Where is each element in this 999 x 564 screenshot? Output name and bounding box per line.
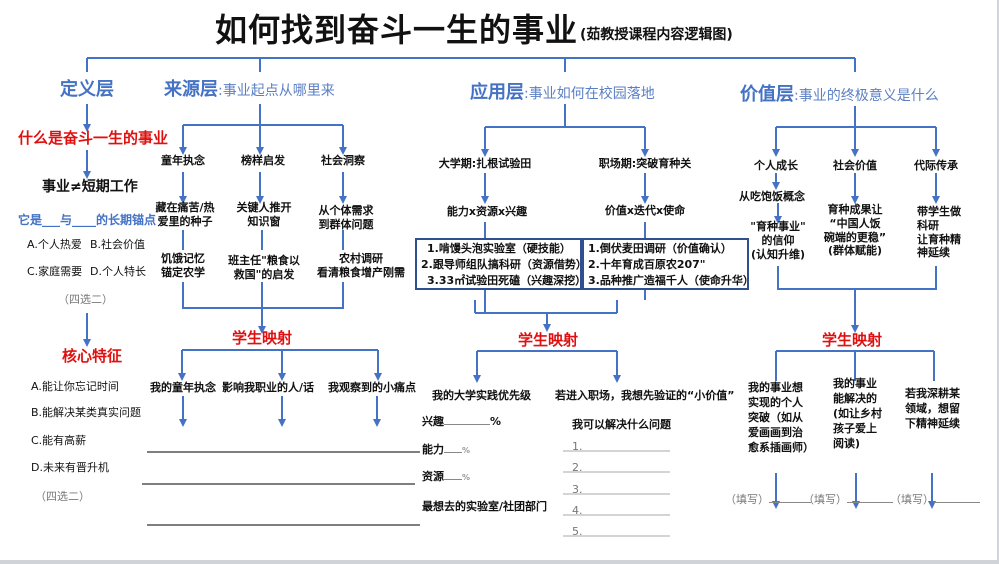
core-option-c: C.能有高薪 [31,434,87,447]
source-branch-detail: 从个体需求 到群体问题 [318,204,374,231]
value-layer-heading: 价值层:事业的终极意义是什么 [740,84,939,107]
source-layer-subtitle: :事业起点从哪里来 [218,83,335,99]
anchor-option-b: B.社会价值 [90,238,146,251]
source-branch-detail: 藏在痛苦/热 爱里的种子 [155,201,215,228]
priority-input[interactable] [444,424,490,425]
lab-prompt: 最想去的实验室/社团部门 [422,500,548,513]
fill-in-field[interactable]: （填写） [890,493,980,507]
problem-number[interactable]: 1. [572,440,583,453]
source-branch-label: 社会洞察 [321,154,365,167]
value-branch-label: 个人成长 [754,159,798,172]
anchor-option-a: A.个人热爱 [27,238,82,251]
value-mapping-heading: 学生映射 [821,331,883,349]
priority-resource[interactable]: 资源% [422,470,470,484]
priority-unit: % [490,415,502,428]
core-option-a: A.能让你忘记时间 [31,380,119,393]
anchor-option-c: C.家庭需要 [27,265,83,278]
fill-in-label: （填写） [725,493,769,506]
problem-number[interactable]: 3. [572,483,583,496]
value-mapping-item: 若我深耕某 领域，想留 下精神延续 [905,387,960,430]
value-branch-detail: "育种事业" 的信仰 (认知升维) [750,220,806,261]
fill-in-field[interactable]: （填写） [803,493,893,507]
priority-label: 兴趣 [422,415,444,428]
value-branch-detail: 从吃饱饭概念 [739,190,805,203]
value-branch-label: 社会价值 [833,159,877,172]
page-title: 如何找到奋斗一生的事业 [215,11,579,49]
fill-in-input[interactable] [769,502,811,503]
source-branch-detail: 关键人推开 知识窗 [236,201,292,228]
application-layer-subtitle: :事业如何在校园落地 [524,86,655,102]
source-branch-label: 榜样启发 [241,154,285,167]
problems-prompt: 我可以解决什么问题 [572,418,671,431]
application-branch-label: 大学期:扎根试验田 [438,157,532,170]
career-step: 3.品种推广造福千人（使命升华） [588,274,749,287]
definition-question: 什么是奋斗一生的事业 [18,129,169,147]
priority-label: 资源 [422,470,444,483]
value-layer-subtitle: :事业的终极意义是什么 [794,88,939,104]
fill-in-input[interactable] [847,502,893,503]
value-branch-detail: 育种成果让 “中国人饭 碗端的更稳” (群体赋能) [823,203,887,258]
source-branch-example: 班主任"粮食以 救国"的启发 [228,254,300,281]
priority-ability[interactable]: 能力% [422,443,470,457]
priority-unit: % [462,473,471,482]
college-steps-box: 1.啃馒头泡实验室（硬技能） 2.跟导师组队搞科研（资源借势） 3.33㎡试验田… [415,238,582,290]
value-branch-detail: 带学生做 科研 让育种精 神延续 [917,205,961,260]
priority-unit: % [462,446,471,455]
priority-input[interactable] [444,479,462,480]
anchor-option-d: D.个人特长 [90,265,146,278]
core-choose-note: （四选二） [35,490,90,503]
source-branch-example: 农村调研 看清粮食增产刚需 [317,252,405,279]
page-subtitle: (茹教授课程内容逻辑图) [580,27,733,43]
application-formula: 价值x迭代x使命 [604,204,686,217]
application-formula: 能力x资源x兴趣 [446,205,528,218]
career-steps-box: 1.倒伏麦田调研（价值确认） 2.十年育成百原农207" 3.品种推广造福千人（… [582,238,749,290]
source-mapping-item: 影响我职业的人/话 [222,381,315,394]
core-option-b: B.能解决某类真实问题 [31,406,142,419]
source-mapping-item: 我观察到的小痛点 [328,381,416,394]
fill-in-input[interactable] [934,502,980,503]
value-mapping-item: 我的事业 能解决的 (如让乡村 孩子爱上 阅读) [833,377,883,450]
college-step: 1.啃馒头泡实验室（硬技能） [427,242,571,255]
problem-number[interactable]: 2. [572,461,583,474]
college-step: 3.33㎡试验田死磕（兴趣深挖） [427,274,582,287]
career-step: 2.十年育成百原农207" [588,258,706,271]
college-step: 2.跟导师组队搞科研（资源借势） [421,258,582,271]
source-branch-label: 童年执念 [161,154,205,167]
application-mapping-item: 我的大学实践优先级 [432,389,531,402]
career-step: 1.倒伏麦田调研（价值确认） [588,242,732,255]
source-layer-title: 来源层 [164,79,218,100]
definition-statement: 事业≠短期工作 [42,179,138,195]
value-layer-title: 价值层 [740,84,794,105]
fill-in-field[interactable]: （填写） [725,493,811,507]
application-mapping-heading: 学生映射 [517,331,579,349]
anchor-choose-note: （四选二） [58,293,113,306]
application-layer-heading: 应用层:事业如何在校园落地 [470,82,655,105]
definition-layer-heading: 定义层 [60,79,114,100]
fill-in-label: （填写） [803,493,847,506]
source-mapping-heading: 学生映射 [231,329,293,347]
fill-in-label: （填写） [890,493,934,506]
application-branch-label: 职场期:突破育种关 [598,157,692,170]
problem-number[interactable]: 5. [572,525,583,538]
value-mapping-item: 我的事业想 实现的个人 突破（如从 爱画画到治 愈系插画师） [748,381,814,454]
application-mapping-item: 若进入职场，我想先验证的“小价值” [555,389,735,402]
core-option-d: D.未来有晋升机 [31,461,109,474]
core-features-heading: 核心特征 [62,347,123,365]
value-branch-label: 代际传承 [914,159,958,172]
source-mapping-item: 我的童年执念 [150,381,216,394]
priority-label: 能力 [422,443,444,456]
problem-number[interactable]: 4. [572,504,583,517]
source-branch-example: 饥饿记忆 锚定农学 [161,252,205,279]
source-layer-heading: 来源层:事业起点从哪里来 [164,79,335,102]
priority-interest[interactable]: 兴趣% [422,415,501,429]
priority-input[interactable] [444,452,462,453]
application-layer-title: 应用层 [470,82,524,103]
anchor-prompt: 它是___与____的长期锚点 [18,213,157,227]
